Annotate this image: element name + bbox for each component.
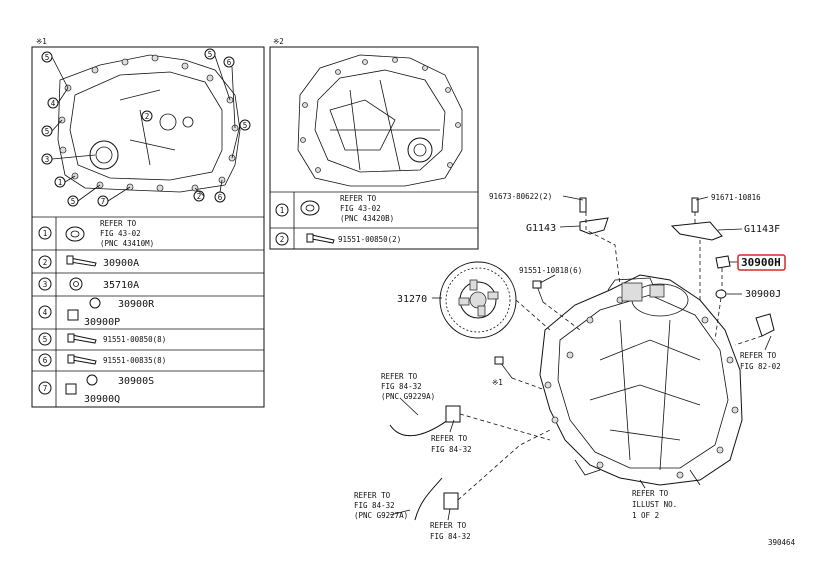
ref-84-32a-line1: REFER TO	[381, 372, 418, 381]
svg-text:1: 1	[280, 206, 285, 215]
ref-84-32c-line1: REFER TO	[354, 491, 391, 500]
ref-84-32a-line2: FIG 84-32	[381, 382, 422, 391]
callout-30900h[interactable]: 30900H	[741, 256, 781, 269]
svg-text:FIG 43-02: FIG 43-02	[340, 204, 381, 213]
clutch-disc-31270	[439, 261, 517, 339]
svg-text:6: 6	[43, 356, 48, 365]
ref-84-32a-line3: (PNC G9229A)	[381, 392, 435, 401]
callout-g1143f: G1143F	[744, 224, 780, 235]
left-row-3: 3 35710A	[38, 277, 139, 291]
svg-text:5: 5	[45, 53, 50, 62]
svg-text:4: 4	[51, 99, 56, 108]
mid-box-marker: ※2	[273, 37, 284, 46]
svg-text:6: 6	[218, 193, 223, 202]
svg-text:5: 5	[43, 335, 48, 344]
svg-text:REFER TO: REFER TO	[100, 219, 137, 228]
svg-text:4: 4	[43, 308, 48, 317]
left-row-4: 4 30900R 30900P	[38, 297, 155, 328]
callout-31270: 31270	[397, 294, 427, 305]
ref-82-02-line1: REFER TO	[740, 351, 777, 360]
svg-text:5: 5	[45, 127, 50, 136]
left-row-5: 5 91551-00850(8)	[38, 332, 166, 346]
transmission-case-drawing-mid	[297, 54, 463, 187]
image-number: 390464	[768, 538, 796, 547]
left-detail-box: ※1	[31, 37, 265, 408]
svg-text:7: 7	[101, 197, 106, 206]
svg-text:30900A: 30900A	[103, 258, 139, 269]
svg-text:2: 2	[197, 192, 202, 201]
svg-text:3: 3	[43, 280, 48, 289]
mid-row-2: 2 91551-00850(2)	[275, 232, 401, 246]
svg-text:FIG 43-02: FIG 43-02	[100, 229, 141, 238]
mid-row-1: 1 REFER TO FIG 43-02 (PNC 43420B)	[275, 194, 394, 223]
svg-text:6: 6	[227, 58, 232, 67]
ref-84-32d-line2: FIG 84-32	[430, 532, 471, 541]
svg-text:5: 5	[71, 197, 76, 206]
ref-82-02-line2: FIG 82-02	[740, 362, 781, 371]
svg-text:1: 1	[58, 178, 63, 187]
svg-text:5: 5	[208, 50, 213, 59]
ref-illust-line2: ILLUST NO.	[632, 500, 677, 509]
callout-30900j: 30900J	[745, 289, 781, 300]
ref-84-32b-line1: REFER TO	[431, 434, 468, 443]
svg-text:(PNC 43420B): (PNC 43420B)	[340, 214, 394, 223]
svg-text:7: 7	[43, 384, 48, 393]
svg-text:30900Q: 30900Q	[84, 394, 120, 405]
svg-text:30900S: 30900S	[118, 376, 154, 387]
svg-text:1: 1	[43, 229, 48, 238]
svg-text:2: 2	[145, 112, 150, 121]
ref-84-32b-line2: FIG 84-32	[431, 445, 472, 454]
main-assembly	[389, 195, 786, 521]
svg-text:91551-00850(2): 91551-00850(2)	[338, 235, 401, 244]
ref-illust-line1: REFER TO	[632, 489, 669, 498]
callout-91671: 91671-10816	[711, 193, 761, 202]
svg-text:3: 3	[45, 155, 50, 164]
ref-illust-line3: 1 OF 2	[632, 511, 659, 520]
svg-text:5: 5	[243, 121, 248, 130]
callout-91673: 91673-80622(2)	[489, 192, 552, 201]
svg-text:REFER TO: REFER TO	[340, 194, 377, 203]
left-row-2: 2 30900A	[38, 255, 139, 269]
left-row-6: 6 91551-00835(8)	[38, 353, 166, 367]
svg-text:91551-00850(8): 91551-00850(8)	[103, 335, 166, 344]
ref-84-32c-line3: (PNC G9227A)	[354, 511, 408, 520]
callout-g1143: G1143	[526, 223, 556, 234]
callout-91551: 91551-10818(6)	[519, 266, 582, 275]
highlight-30900h[interactable]	[737, 254, 786, 271]
svg-text:30900P: 30900P	[84, 317, 120, 328]
ref-84-32d-line1: REFER TO	[430, 521, 467, 530]
svg-text:2: 2	[280, 235, 285, 244]
transmission-case-drawing-left: 5 5 6 4 2 5 5 3 1 5 7 2 6	[41, 48, 251, 207]
ref-84-32c-line2: FIG 84-32	[354, 501, 395, 510]
left-row-1: 1 REFER TO FIG 43-02 (PNC 43410M)	[38, 219, 154, 248]
callout-star1: ※1	[492, 378, 503, 387]
left-row-7: 7 30900S 30900Q	[38, 374, 154, 405]
left-box-marker: ※1	[36, 37, 47, 46]
mid-detail-box: ※2 1 REFER TO FIG 43-02 (PNC 43420B)	[269, 37, 479, 250]
callout-labels: 91673-80622(2) 91671-10816 G1143 G1143F …	[354, 192, 796, 547]
svg-text:35710A: 35710A	[103, 280, 139, 291]
svg-text:30900R: 30900R	[118, 299, 155, 310]
svg-text:(PNC 43410M): (PNC 43410M)	[100, 239, 154, 248]
svg-text:2: 2	[43, 258, 48, 267]
svg-text:91551-00835(8): 91551-00835(8)	[103, 356, 166, 365]
